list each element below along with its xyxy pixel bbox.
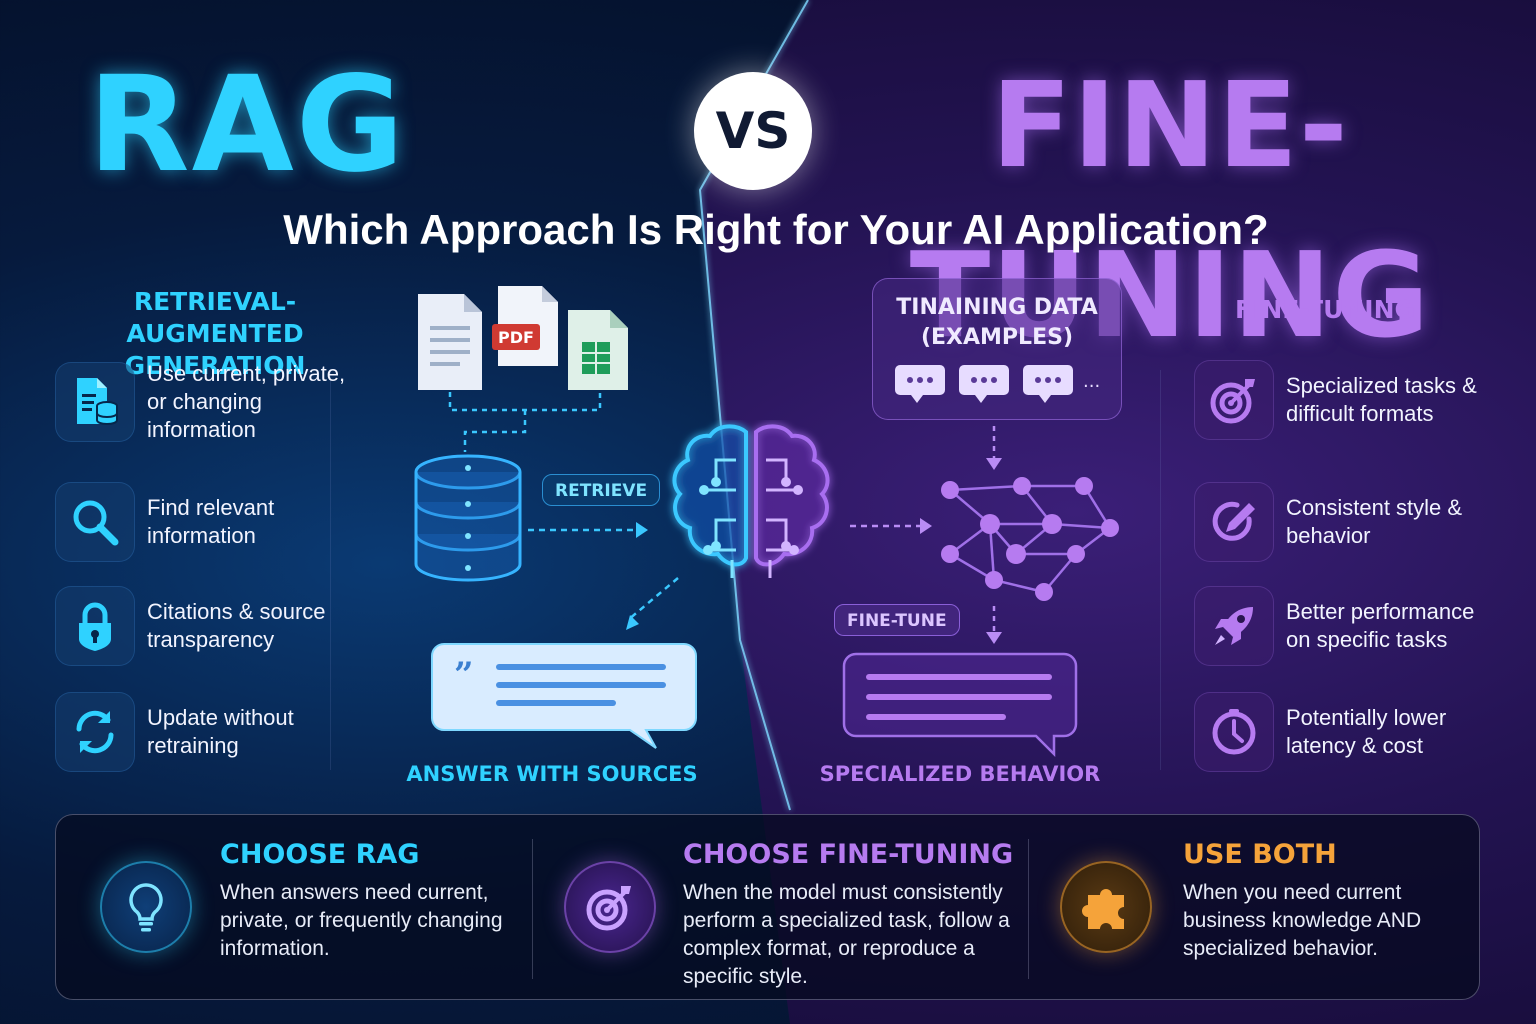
target-icon <box>1194 360 1274 440</box>
training-data-title: TINAINING DATA (EXAMPLES) <box>896 295 1098 350</box>
brain-icon <box>672 424 830 578</box>
rocket-icon <box>1194 586 1274 666</box>
choice-title: CHOOSE RAG <box>220 839 420 870</box>
database-icon <box>414 454 522 582</box>
rag-column-divider <box>330 370 331 770</box>
chat-bubble-icon <box>1023 365 1073 403</box>
rag-heading: RETRIEVAL-AUGMENTED GENERATION <box>124 287 306 380</box>
feature-text: Better performance on specific tasks <box>1286 599 1475 652</box>
clock-icon <box>1194 692 1274 772</box>
fine-tuning-flow-diagram <box>842 426 1119 758</box>
choice-title: USE BOTH <box>1183 839 1337 870</box>
choice-both: USE BOTH When you need current business … <box>1032 815 1481 1001</box>
answer-with-sources-label: ANSWER WITH SOURCES <box>406 762 698 786</box>
document-database-icon <box>55 362 135 442</box>
pdf-document-icon: PDF <box>492 286 558 366</box>
answer-bubble-icon: ” <box>431 643 697 749</box>
choice-separator <box>1028 839 1029 979</box>
rag-flow-diagram: PDF ” <box>414 286 697 749</box>
choice-rag: CHOOSE RAG When answers need current, pr… <box>56 815 536 1001</box>
ft-feature-consistent: Consistent style & behavior <box>1194 482 1486 562</box>
fine-tuning-title: FINE-TUNING <box>909 56 1431 364</box>
chat-bubble-icon <box>895 365 945 403</box>
rag-feature-citations: Citations & source transparency <box>55 586 347 666</box>
lightbulb-icon <box>100 861 192 953</box>
ft-feature-specialized: Specialized tasks & difficult formats <box>1194 360 1486 440</box>
rag-title: RAG <box>88 48 407 202</box>
retrieve-label: RETRIEVE <box>542 474 661 506</box>
fine-tuning-heading: FINE-TUNING <box>1234 295 1416 324</box>
feature-text: Potentially lower latency & cost <box>1286 705 1447 758</box>
recommendation-panel: CHOOSE RAG When answers need current, pr… <box>55 814 1480 1000</box>
spreadsheet-document-icon <box>568 310 628 390</box>
feature-text: Update without retraining <box>147 705 294 758</box>
feature-text: Consistent style & behavior <box>1286 495 1463 548</box>
neural-network-icon <box>941 477 1119 601</box>
search-icon <box>55 482 135 562</box>
chat-examples: ... <box>895 365 1100 403</box>
vs-badge: VS <box>694 72 812 190</box>
page-subtitle: Which Approach Is Right for Your AI Appl… <box>283 206 1269 253</box>
choice-fine-tuning: CHOOSE FINE-TUNING When the model must c… <box>536 815 1026 1001</box>
feature-text: Specialized tasks & difficult formats <box>1286 373 1477 426</box>
lock-icon <box>55 586 135 666</box>
rag-feature-update: Update without retraining <box>55 692 347 772</box>
feature-text: Use current, private, or changing inform… <box>147 361 346 442</box>
choice-title: CHOOSE FINE-TUNING <box>683 839 1014 870</box>
choice-text: When answers need current, private, or f… <box>220 881 503 960</box>
svg-text:”: ” <box>454 655 474 695</box>
refresh-icon <box>55 692 135 772</box>
training-data-box: TINAINING DATA (EXAMPLES) ... <box>872 278 1122 420</box>
specialized-output-bubble-icon <box>842 652 1078 758</box>
target-icon <box>564 861 656 953</box>
ft-feature-performance: Better performance on specific tasks <box>1194 586 1486 666</box>
choice-separator <box>532 839 533 979</box>
ellipsis-text: ... <box>1083 371 1100 392</box>
choice-text: When the model must consistently perform… <box>683 881 1010 988</box>
text-document-icon <box>418 294 482 390</box>
choice-text: When you need current business knowledge… <box>1183 881 1422 960</box>
feature-text: Find relevant information <box>147 495 275 548</box>
ft-column-divider <box>1160 370 1161 770</box>
specialized-behavior-label: SPECIALIZED BEHAVIOR <box>819 762 1101 786</box>
puzzle-icon <box>1060 861 1152 953</box>
rag-feature-find-info: Find relevant information <box>55 482 347 562</box>
pencil-icon <box>1194 482 1274 562</box>
chat-bubble-icon <box>959 365 1009 403</box>
feature-text: Citations & source transparency <box>147 599 326 652</box>
rag-feature-current-info: Use current, private, or changing inform… <box>55 360 347 444</box>
ft-feature-latency: Potentially lower latency & cost <box>1194 692 1486 772</box>
pdf-badge: PDF <box>498 328 534 347</box>
fine-tune-label: FINE-TUNE <box>834 604 960 636</box>
